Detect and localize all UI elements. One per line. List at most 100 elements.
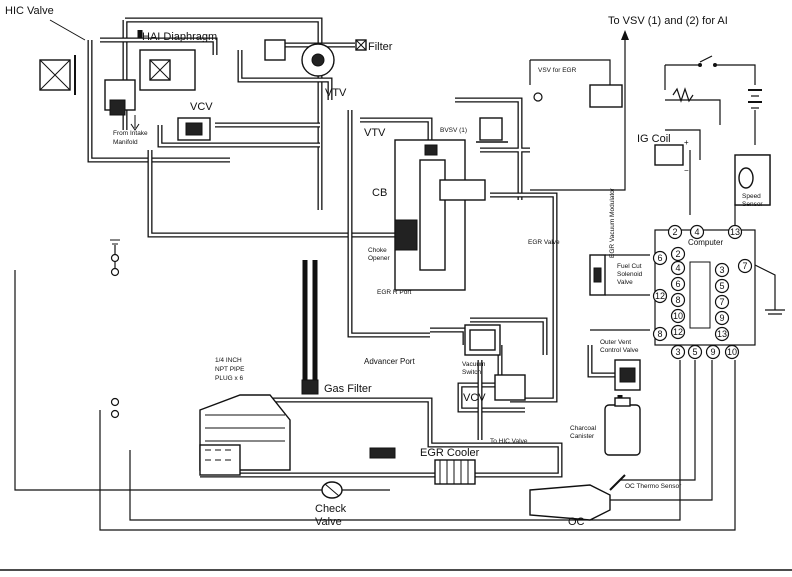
computer-pin-label: 4 — [675, 263, 680, 273]
computer-pin-label: 13 — [717, 329, 727, 339]
bvsv-label: BVSV (1) — [440, 127, 467, 134]
ig-coil-plus-label: + — [684, 138, 689, 147]
computer-pin-label: 2 — [672, 227, 677, 237]
choke-opener-label-1: Choke — [368, 247, 387, 254]
computer-pin-label: 8 — [675, 295, 680, 305]
computer-pin-bottom-3 — [724, 344, 740, 360]
computer-pin-label: 12 — [673, 327, 683, 337]
computer-pin-left-1 — [652, 288, 668, 304]
vcv-top-valve — [177, 117, 211, 141]
vacuum-switch — [469, 329, 496, 351]
egr-valve-label: EGR Valve — [528, 239, 560, 246]
npt-plug-label-2: NPT PIPE — [215, 366, 245, 373]
vsv-for-egr-label: VSV for EGR — [538, 67, 577, 74]
fuel-cut-label-3: Valve — [617, 279, 633, 286]
fuel-cut-solenoid-valve — [589, 254, 606, 296]
vtv-mid-label: VTV — [364, 127, 386, 139]
from-intake-label-2: Manifold — [113, 139, 138, 146]
computer-pin-label: 6 — [657, 253, 662, 263]
outer-vent-label-1: Outer Vent — [600, 339, 631, 346]
vcv-bottom-label: VCV — [463, 392, 486, 404]
computer-pin-bottom-1 — [687, 344, 703, 360]
vsv-for-egr — [533, 84, 623, 108]
computer-pin-bottom-2 — [705, 344, 721, 360]
computer-pin-label: 12 — [655, 291, 665, 301]
computer-pin-label: 5 — [719, 281, 724, 291]
computer-pin-label: 10 — [727, 347, 737, 357]
fuel-cut-label-1: Fuel Cut — [617, 263, 642, 270]
to-vsv-label: To VSV (1) and (2) for AI — [608, 15, 728, 27]
oc-label: OC — [568, 516, 585, 528]
computer-pin-bottom-0 — [670, 344, 686, 360]
computer-pin-inner_left-3 — [670, 292, 686, 308]
hai-diaphragm-label: HAI Diaphragm — [142, 31, 217, 43]
computer-pin-label: 7 — [719, 297, 724, 307]
computer-pin-inner_right-1 — [714, 278, 730, 294]
check-valve — [321, 481, 343, 499]
computer-pin-inner_right-2 — [714, 294, 730, 310]
fuel-cut-label-2: Solenoid — [617, 271, 643, 278]
check-valve-label-2: Valve — [315, 516, 342, 528]
computer-pin-inner_left-4 — [670, 308, 686, 324]
speed-sensor — [734, 154, 771, 206]
vacuum-switch-label-1: Vacuum — [462, 361, 485, 368]
computer-pin-label: 7 — [742, 261, 747, 271]
computer-pin-inner_left-5 — [670, 324, 686, 340]
computer-pin-top-1 — [689, 224, 705, 240]
outer-vent-label-2: Control Valve — [600, 347, 639, 354]
computer-pin-inner_right-4 — [714, 326, 730, 342]
computer-pin-label: 9 — [710, 347, 715, 357]
egr-r-port-label: EGR R Port — [377, 289, 412, 296]
filter-label: Filter — [368, 41, 393, 53]
choke-opener-label-2: Opener — [368, 255, 391, 262]
computer-label: Computer — [688, 238, 723, 247]
oxidation-catalyst — [529, 474, 626, 521]
computer-pin-label: 3 — [675, 347, 680, 357]
advancer-port-label: Advancer Port — [364, 357, 415, 366]
computer-pin-left-0 — [652, 250, 668, 266]
ig-coil — [654, 144, 684, 166]
computer-pin-left-2 — [652, 326, 668, 342]
computer-pin-label: 2 — [675, 249, 680, 259]
hai-diaphragm — [104, 49, 196, 131]
intake-manifold — [199, 394, 291, 476]
oc-thermo-sensor-label: OC Thermo Sensor — [625, 483, 682, 490]
electrical-wiring — [14, 30, 785, 531]
computer-pin-inner_left-1 — [670, 260, 686, 276]
egr-cooler — [369, 447, 476, 485]
npt-plug-label-1: 1/4 INCH — [215, 357, 242, 364]
computer-pin-top-2 — [727, 224, 743, 240]
computer-pin-inner_left-0 — [670, 246, 686, 262]
outer-vent-control-valve — [614, 359, 641, 391]
charcoal-canister-label-2: Canister — [570, 433, 595, 440]
hic-valve — [39, 19, 86, 95]
computer-pin-label: 4 — [694, 227, 699, 237]
computer-pin-label: 9 — [719, 313, 724, 323]
computer-pin-label: 5 — [692, 347, 697, 357]
gas-filter-label: Gas Filter — [324, 383, 372, 395]
vtv-top-label: VTV — [325, 87, 347, 99]
egr-vacuum-modulator-label: EGR Vacuum Modulator — [609, 187, 616, 258]
check-valve-label-1: Check — [315, 503, 347, 515]
computer-pin-top-0 — [667, 224, 683, 240]
speed-sensor-label-2: Sensor — [742, 201, 763, 208]
computer-pin-right-0 — [737, 258, 753, 274]
egr-cooler-label: EGR Cooler — [420, 447, 480, 459]
computer-pin-label: 10 — [673, 311, 683, 321]
charcoal-canister — [604, 397, 641, 456]
vacuum-switch-label-2: Switch — [462, 369, 482, 376]
carburetor — [394, 117, 508, 291]
computer-pin-inner_right-3 — [714, 310, 730, 326]
charcoal-canister-label-1: Charcoal — [570, 425, 597, 432]
ground-symbol — [110, 239, 120, 419]
ig-coil-minus-label: − — [684, 166, 689, 175]
from-intake-label-1: From Intake — [113, 130, 148, 137]
computer-connector-block — [689, 261, 711, 329]
to-hic-valve-label: To HIC Valve — [490, 438, 528, 445]
speed-sensor-label-1: Speed — [742, 193, 761, 200]
computer-pin-inner_right-0 — [714, 262, 730, 278]
gas-filter — [301, 379, 319, 395]
